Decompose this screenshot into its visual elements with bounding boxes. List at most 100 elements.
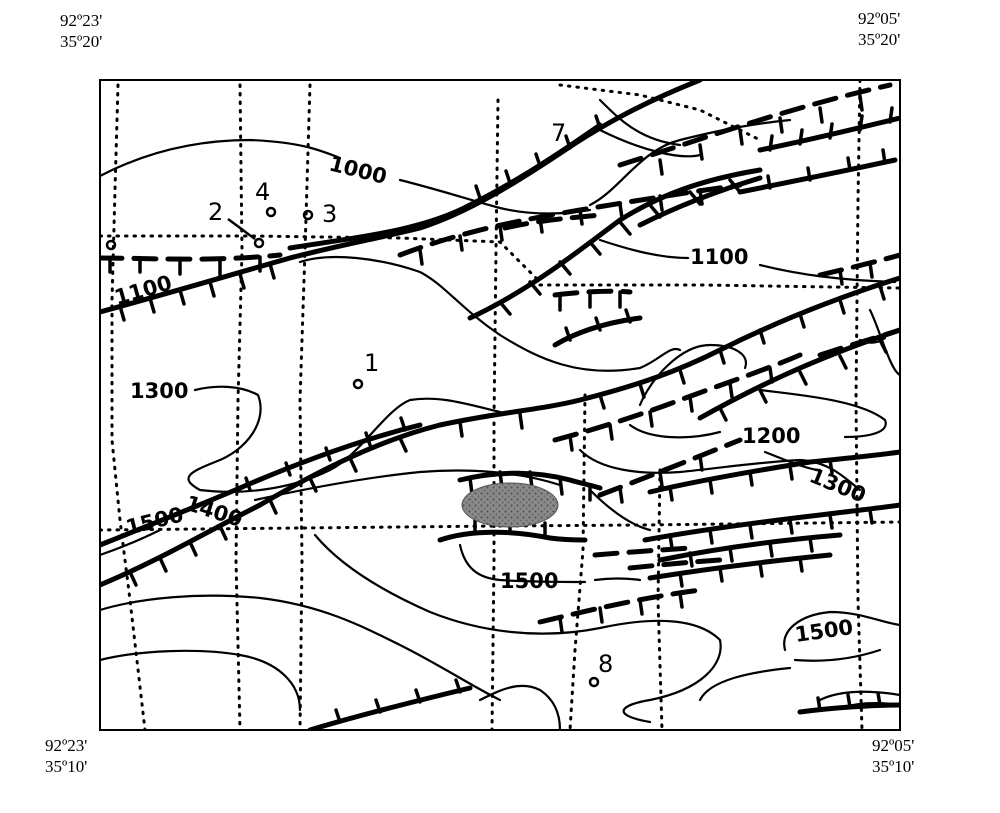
contour-label: 1100	[690, 245, 748, 269]
contour-line	[758, 388, 887, 439]
inferred-fault-line	[537, 587, 703, 625]
tick-group	[334, 678, 462, 724]
contour-line	[793, 648, 882, 662]
lat-label: 35º20'	[60, 32, 103, 51]
contour-label: 1200	[742, 424, 800, 448]
inferred-fault-line	[552, 288, 633, 298]
well-label-7: 7	[551, 119, 566, 147]
fault-line	[657, 532, 843, 563]
section-line	[558, 83, 762, 142]
tick-group	[498, 178, 742, 316]
well-edge-marker	[105, 239, 117, 251]
tick-group	[568, 366, 774, 452]
corner-top-left: 92º23' 35º20'	[60, 10, 102, 52]
contour-line	[628, 423, 722, 439]
section-line	[234, 83, 244, 730]
contour-line	[698, 666, 792, 702]
well-markers	[105, 206, 600, 688]
lon-label: 92º05'	[872, 736, 915, 755]
tick-group	[838, 261, 874, 286]
tick-group	[658, 94, 864, 176]
lon-label: 92º05'	[858, 9, 901, 28]
well-label-8: 8	[598, 650, 613, 678]
fault-traces	[100, 80, 900, 730]
inferred-fault-line	[100, 252, 283, 262]
well-label-3: 3	[322, 200, 337, 228]
fault-line	[287, 122, 603, 251]
inferred-fault-line	[817, 252, 900, 278]
tick-group	[718, 338, 888, 422]
tick-group	[768, 106, 894, 152]
contour-line	[598, 98, 682, 147]
contour-label: 1300	[806, 463, 869, 507]
tick-group	[618, 454, 704, 504]
structure-contours	[100, 98, 900, 730]
tick-group	[468, 470, 592, 502]
fault-line	[647, 449, 900, 495]
well-labels: 1 2 3 4 7 8	[208, 119, 613, 678]
fault-line	[100, 80, 703, 315]
fault-line	[467, 167, 763, 321]
contour-line	[313, 533, 722, 724]
tick-group	[564, 308, 632, 342]
contour-line	[100, 649, 302, 712]
contour-line	[100, 528, 162, 557]
inferred-fault-line	[552, 352, 803, 443]
fault-line	[307, 685, 473, 730]
well-2-leader	[227, 217, 256, 241]
section-line	[568, 393, 587, 730]
tick-group	[118, 262, 276, 322]
dotted-section-lines	[100, 80, 900, 730]
tick-group	[688, 536, 814, 568]
inferred-fault-line	[502, 212, 603, 231]
fault-line	[100, 422, 423, 548]
fault-ticks	[108, 94, 894, 724]
contour-label: 1000	[327, 152, 390, 189]
contour-line	[598, 238, 690, 260]
tick-group	[766, 148, 887, 190]
fault-line	[647, 552, 833, 581]
contour-line	[298, 255, 682, 372]
contour-line	[818, 690, 900, 702]
tick-group	[244, 416, 407, 492]
tick-group	[418, 188, 704, 266]
well-label-4: 4	[255, 178, 270, 206]
fault-line	[100, 275, 900, 588]
lon-label: 92º23'	[60, 11, 103, 30]
contour-line	[588, 488, 652, 532]
section-line	[100, 234, 542, 284]
fault-line	[552, 315, 643, 348]
well-label-1: 1	[364, 349, 379, 377]
fault-line	[737, 157, 898, 195]
contour-label: 1300	[130, 379, 188, 403]
corner-bottom-left: 92º23' 35º10'	[45, 735, 87, 777]
contour-line	[783, 610, 900, 652]
well-label-2: 2	[208, 198, 223, 226]
contour-line	[100, 594, 502, 702]
section-line	[656, 468, 664, 730]
contour-line	[593, 577, 642, 582]
contour-line	[638, 343, 748, 407]
lat-label: 35º10'	[872, 757, 915, 776]
contour-line	[398, 178, 592, 215]
tick-group	[668, 458, 834, 502]
section-line	[538, 283, 900, 290]
well-8-marker	[588, 676, 600, 688]
contour-line	[588, 118, 792, 207]
tick-group	[128, 412, 524, 587]
map-frame	[99, 79, 901, 731]
lat-label: 35º20'	[858, 30, 901, 49]
inferred-fault-line	[627, 557, 723, 571]
contour-labels: 1000 1100 1100 1200 1300 1300 1400 1500 …	[112, 152, 870, 647]
tick-group	[816, 691, 882, 712]
well-4-marker	[265, 206, 277, 218]
tick-group	[678, 556, 804, 588]
well-1-marker	[352, 378, 364, 390]
contour-line	[458, 543, 587, 584]
fault-line	[642, 502, 900, 543]
inferred-fault-line	[597, 437, 743, 498]
fault-line	[437, 529, 588, 543]
contour-label: 1500	[500, 569, 558, 593]
section-line	[110, 83, 147, 730]
